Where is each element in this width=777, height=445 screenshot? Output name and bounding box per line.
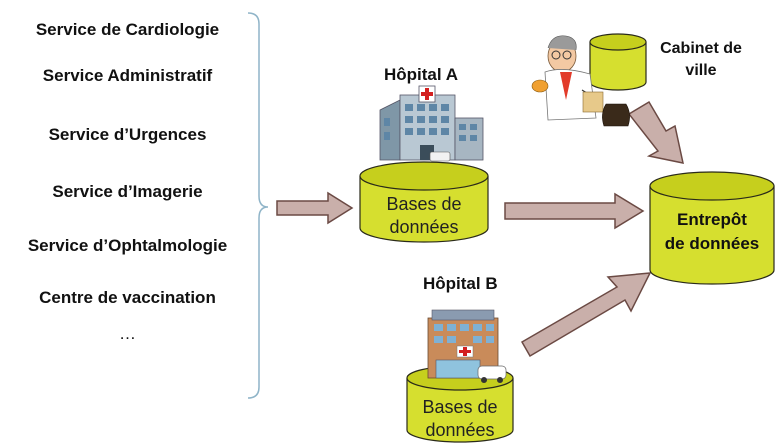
- hospital-a-building-icon: [379, 85, 484, 162]
- service-ophtalmologie: Service d’Ophtalmologie: [27, 236, 228, 255]
- hopital-b-db-line1: Bases de: [422, 397, 498, 417]
- arrow-cabinet-to-entrepot: [627, 100, 684, 164]
- cabinet-database-cylinder: [589, 33, 647, 91]
- hopital-a-db-line1: Bases de: [386, 194, 462, 214]
- service-administratif: Service Administratif: [42, 66, 213, 85]
- service-imagerie: Service d’Imagerie: [52, 182, 203, 201]
- service-cardiologie: Service de Cardiologie: [35, 20, 220, 39]
- entrepot-label: Entrepôt de données: [650, 208, 774, 256]
- arrow-hopital-b-to-entrepot: [520, 272, 652, 358]
- doctor-illustration: [531, 35, 630, 127]
- hopital-a-db-label: Bases de données: [360, 193, 488, 239]
- arrow-hopital-a-to-entrepot: [504, 192, 645, 230]
- cabinet-line1: Cabinet de: [660, 40, 742, 57]
- hopital-a-db-line2: données: [389, 217, 459, 237]
- cabinet-line2: ville: [685, 62, 717, 79]
- services-bracket: [247, 12, 269, 399]
- database-cylinder-a: [359, 161, 489, 243]
- arrow-services-to-hopital-a: [276, 191, 354, 225]
- hopital-b-db-line2: données: [425, 420, 495, 440]
- data-warehouse-cylinder: [649, 171, 775, 285]
- hospital-b-building-icon: [427, 309, 507, 383]
- services-ellipsis: …: [119, 324, 136, 343]
- service-urgences: Service d’Urgences: [48, 125, 207, 144]
- cabinet-de-ville-label: Cabinet de ville: [646, 38, 756, 82]
- centre-vaccination: Centre de vaccination: [39, 288, 216, 307]
- hopital-b-title: Hôpital B: [423, 274, 498, 293]
- hopital-b-db-label: Bases de données: [407, 396, 513, 442]
- hopital-a-title: Hôpital A: [384, 65, 458, 84]
- entrepot-line1: Entrepôt: [677, 210, 747, 229]
- entrepot-line2: de données: [664, 234, 760, 253]
